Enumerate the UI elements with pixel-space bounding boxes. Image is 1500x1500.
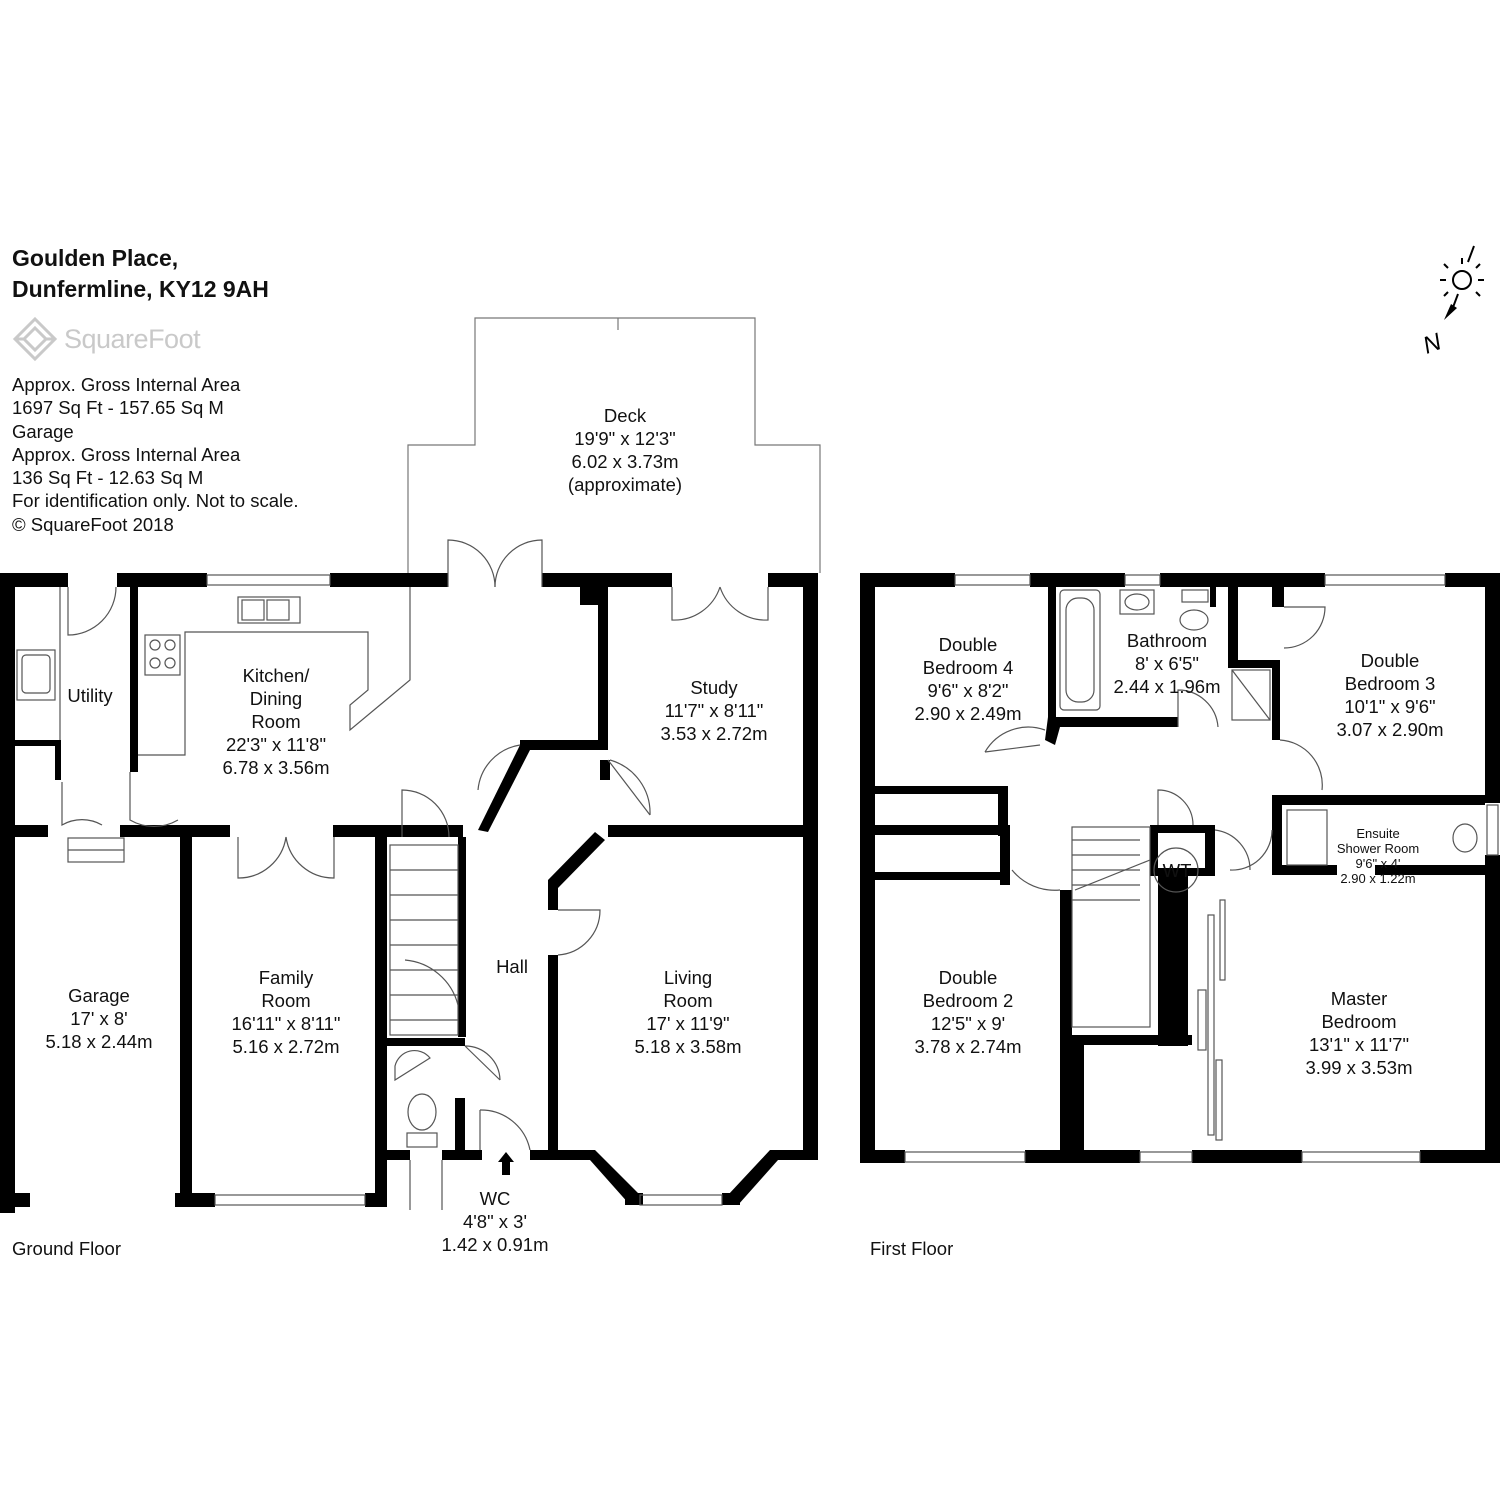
- north-arrow-sun-icon: N: [1419, 245, 1484, 360]
- logo-text: SquareFoot: [64, 323, 201, 354]
- logo-mark-icon: [12, 316, 58, 362]
- ground-floor-label: Ground Floor: [12, 1238, 121, 1259]
- room-utility: Utility: [67, 685, 113, 706]
- first-floor-label: First Floor: [870, 1238, 954, 1259]
- info-line: Approx. Gross Internal Area: [12, 374, 241, 395]
- room-master-bedroom: Master Bedroom 13'1" x 11'7" 3.99 x 3.53…: [1305, 988, 1413, 1078]
- room-wc: WC 4'8" x 3' 1.42 x 0.91m: [441, 1188, 549, 1255]
- room-bedroom-2: Double Bedroom 2 12'5" x 9' 3.78 x 2.74m: [914, 967, 1022, 1057]
- ground-floor-walls: [0, 573, 818, 1213]
- deck-outline: [407, 317, 821, 573]
- room-hall: Hall: [496, 956, 528, 977]
- first-floor-walls: [860, 573, 1500, 1163]
- first-floor-fixtures: [904, 574, 1499, 1163]
- info-line: © SquareFoot 2018: [12, 513, 174, 535]
- room-bathroom: Bathroom 8' x 6'5" 2.44 x 1.96m: [1113, 630, 1221, 697]
- room-ensuite: Ensuite Shower Room 9'6" x 4' 2.90 x 1.2…: [1336, 826, 1420, 886]
- info-line: For identification only. Not to scale.: [12, 490, 299, 512]
- room-bedroom-3: Double Bedroom 3 10'1" x 9'6" 3.07 x 2.9…: [1336, 650, 1444, 740]
- ground-floor-fixtures: [16, 539, 769, 1210]
- info-line: Garage: [12, 420, 74, 442]
- squarefoot-logo: SquareFoot: [12, 316, 201, 362]
- info-line: 136 Sq Ft - 12.63 Sq M: [12, 467, 204, 489]
- property-address: Goulden Place, Dunfermline, KY12 9AH: [12, 243, 269, 305]
- address-line-1: Goulden Place,: [12, 245, 179, 271]
- info-line: Approx. Gross Internal Area: [12, 443, 241, 465]
- room-deck: Deck 19'9" x 12'3" 6.02 x 3.73m (approxi…: [567, 405, 683, 495]
- room-study: Study 11'7" x 8'11" 3.53 x 2.72m: [660, 677, 768, 744]
- entrance-arrow-icon: [498, 1152, 514, 1175]
- area-info: Approx. Gross Internal Area 1697 Sq Ft -…: [12, 373, 299, 536]
- room-bedroom-4: Double Bedroom 4 9'6" x 8'2" 2.90 x 2.49…: [914, 634, 1022, 724]
- address-line-2: Dunfermline, KY12 9AH: [12, 276, 269, 302]
- room-garage: Garage 17' x 8' 5.18 x 2.44m: [45, 985, 153, 1052]
- room-water-tank: WT: [1162, 860, 1192, 881]
- room-kitchen-dining: Kitchen/ Dining Room 22'3" x 11'8" 6.78 …: [222, 665, 330, 778]
- room-living: Living Room 17' x 11'9" 5.18 x 3.58m: [634, 967, 742, 1057]
- room-family: Family Room 16'11" x 8'11" 5.16 x 2.72m: [231, 967, 341, 1057]
- info-line: 1697 Sq Ft - 157.65 Sq M: [12, 397, 224, 419]
